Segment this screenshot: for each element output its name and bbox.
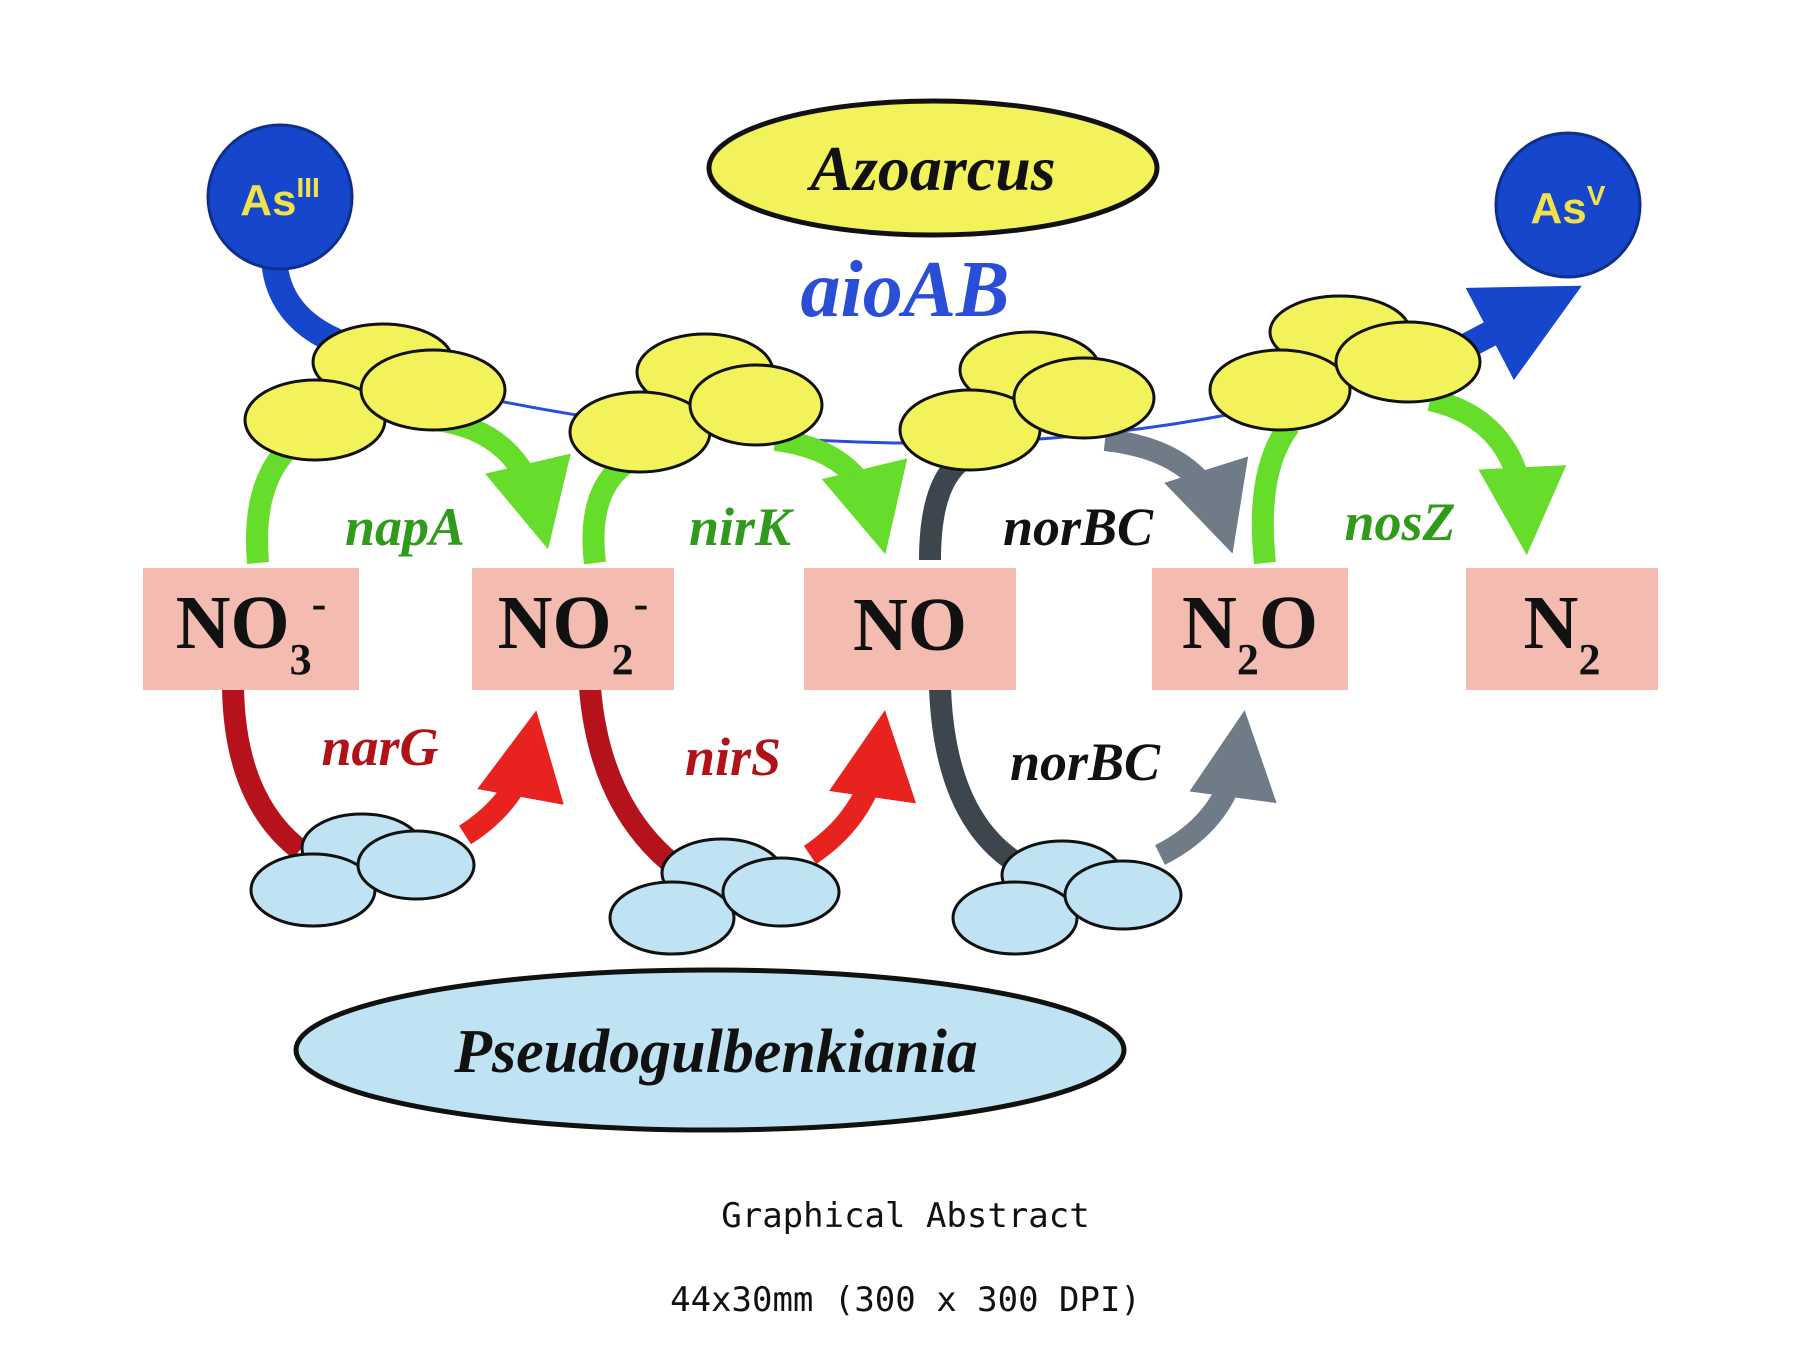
arrow-narg-down bbox=[222, 687, 307, 859]
pseudogulbenkiania-oval: Pseudogulbenkiania bbox=[293, 967, 1127, 1133]
arrow-nosz-down bbox=[1427, 389, 1567, 556]
compound-no3-sup: - bbox=[312, 579, 327, 628]
compound-no3-sub: 3 bbox=[290, 635, 312, 684]
gene-label-napa: napA bbox=[345, 497, 465, 557]
azoarcus-label: Azoarcus bbox=[806, 133, 1055, 204]
svg-text:AsIII: AsIII bbox=[240, 172, 320, 225]
compound-no2-sup: - bbox=[634, 579, 649, 628]
arrow-nirs-up bbox=[803, 710, 917, 865]
enzyme-cluster-napa bbox=[243, 322, 507, 462]
arrow-norbc-top-up bbox=[919, 448, 972, 561]
compound-no-base: NO bbox=[853, 583, 967, 667]
as-v-sup: V bbox=[1587, 180, 1606, 211]
gene-label-nirs: nirS bbox=[685, 727, 781, 787]
as-v-base: As bbox=[1531, 184, 1587, 233]
gene-label-narg: narG bbox=[321, 717, 438, 777]
svg-text:NO2-: NO2- bbox=[498, 579, 649, 684]
compound-no: NO bbox=[804, 568, 1016, 690]
azoarcus-oval: Azoarcus bbox=[706, 98, 1160, 238]
compound-n2o-sub: 2 bbox=[1237, 635, 1259, 684]
enzyme-cluster-narg bbox=[249, 812, 476, 928]
compound-no2: NO2- bbox=[472, 568, 674, 690]
enzyme-cluster-nirk bbox=[568, 332, 824, 474]
arrow-nosz-up bbox=[1251, 418, 1299, 565]
arrow-norbc-bottom-up bbox=[1154, 710, 1277, 865]
compound-no2-base: NO bbox=[498, 581, 612, 665]
compound-n2o-tail: O bbox=[1259, 581, 1318, 665]
caption-title: Graphical Abstract bbox=[721, 1196, 1090, 1236]
as-v-node: AsV bbox=[1494, 131, 1642, 279]
compound-n2-base: N bbox=[1524, 581, 1579, 665]
caption-size: 44x30mm (300 x 300 DPI) bbox=[670, 1280, 1141, 1320]
compound-n2-sub: 2 bbox=[1578, 635, 1600, 684]
arrow-narg-up bbox=[458, 710, 564, 845]
compound-n2o-base: N bbox=[1182, 581, 1237, 665]
gene-label-nirk: nirK bbox=[689, 497, 795, 557]
arrow-nirk-down bbox=[773, 429, 908, 555]
gene-label-norbc-top: norBC bbox=[1003, 497, 1154, 557]
enzyme-cluster-norbc-top bbox=[898, 330, 1156, 472]
aio-gene-label: aioAB bbox=[801, 246, 1010, 334]
arrow-norbc-top-down bbox=[1103, 429, 1249, 554]
as-iii-sup: III bbox=[296, 172, 319, 203]
compound-no3-base: NO bbox=[176, 581, 290, 665]
arrow-norbc-bottom-down bbox=[929, 687, 1026, 875]
compound-n2o: N2O bbox=[1152, 568, 1348, 690]
svg-text:N2: N2 bbox=[1524, 581, 1601, 684]
pseudogulbenkiania-label: Pseudogulbenkiania bbox=[453, 1018, 978, 1086]
compound-n2: N2 bbox=[1466, 568, 1658, 690]
enzyme-cluster-norbc-bottom bbox=[951, 839, 1183, 956]
enzyme-cluster-nirs bbox=[608, 837, 841, 956]
as-iii-base: As bbox=[240, 176, 296, 225]
arrow-nirs-down bbox=[579, 687, 687, 879]
enzyme-cluster-nosz bbox=[1208, 294, 1482, 432]
gene-label-norbc-bottom: norBC bbox=[1010, 732, 1161, 792]
compound-no3: NO3- bbox=[143, 568, 359, 690]
compound-no2-sub: 2 bbox=[612, 635, 634, 684]
svg-text:AsV: AsV bbox=[1531, 180, 1606, 233]
as-iii-node: AsIII bbox=[206, 123, 354, 271]
gene-label-nosz: nosZ bbox=[1344, 492, 1455, 552]
svg-text:N2O: N2O bbox=[1182, 581, 1318, 684]
svg-text:NO3-: NO3- bbox=[176, 579, 327, 684]
